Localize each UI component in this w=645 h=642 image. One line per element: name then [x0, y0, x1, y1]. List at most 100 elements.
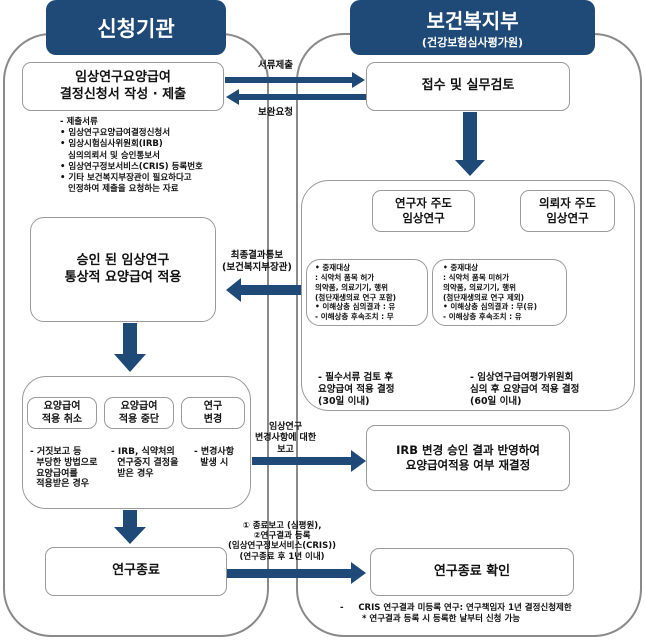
box-line: IRB 변경 승인 결과 반영하여	[396, 443, 540, 458]
box-line: 승인 된 임상연구	[76, 252, 170, 268]
supplement-arrow	[238, 94, 366, 100]
research-end-confirm-box: 연구종료 확인	[370, 548, 574, 596]
doc-item: • 임상연구정보서비스(CRIS) 등록번호	[60, 161, 203, 172]
label-line: 최종결과통보	[230, 250, 284, 261]
case-line: 의약품, 의료기기, 행위	[315, 282, 389, 292]
footnote-line: * 연구결과 등록 시 등록한 날부터 신청 가능	[362, 614, 521, 625]
desc-line: 적용받은 경우	[30, 479, 90, 490]
result-line: - 임상연구급여평가위원회	[470, 372, 574, 383]
desc-line: - 변경사항	[194, 447, 234, 457]
doc-item: 심의의뢰서 및 승인통보서	[68, 150, 160, 161]
submit-arrow	[225, 77, 353, 83]
review-down-arrow	[463, 112, 477, 160]
box-line: 임상연구	[546, 211, 589, 225]
box-line: 결정신청서 작성 · 제출	[59, 86, 187, 102]
box-line: 임상연구	[402, 211, 445, 225]
doc-item: 인정하여 제출을 요청하는 자료	[68, 184, 179, 195]
final-notice-arrow	[240, 285, 302, 295]
case-line: • 이해상충 심의결과 : 유	[315, 302, 396, 312]
supplement-arrowhead	[226, 89, 239, 105]
case-line: (첨단재생의료 연구 제외)	[443, 292, 525, 302]
desc-line: 연구중지 결정을	[111, 457, 179, 468]
case-line: 의약품, 의료기기, 행위	[443, 282, 517, 292]
label-line: 임상연구	[268, 422, 303, 432]
submit-arrowhead	[352, 72, 365, 88]
result-line: 심의 후 요양급여 적용 결정	[470, 383, 580, 395]
label-line: 보고	[277, 444, 294, 455]
label-line: 변경사항에 대한	[255, 433, 317, 444]
box-line: 요양급여	[120, 401, 158, 412]
end-report-label: ① 종료보고 (심평원),②연구결과 등록(임상연구정보서비스(CRIS))(연…	[228, 521, 336, 562]
ministry-header-title: 보건복지부	[426, 9, 519, 33]
box-line: 적용 중단	[118, 414, 160, 425]
box-line: 연구	[203, 401, 223, 412]
result-line: (30일 이내)	[318, 395, 370, 407]
suspend-desc: - IRB, 식약처의 연구중지 결정을 받은 경우	[111, 447, 178, 479]
receive-review-box: 접수 및 실무검토	[366, 62, 570, 111]
case-line: : 식약처 품목 미허가	[443, 273, 510, 282]
footnote: - CRIS 연구결과 미등록 연구: 연구책임자 1년 결정신청제한* 연구결…	[340, 603, 572, 625]
change-desc: - 변경사항 발생 시	[194, 447, 234, 469]
desc-line: 받은 경우	[111, 468, 154, 479]
box-line: 연구자 주도	[395, 196, 452, 211]
label-line: (임상연구정보서비스(CRIS))	[228, 541, 336, 552]
case-line: (첨단재생의료 연구 포함)	[315, 292, 397, 302]
case-line: • 중재대상	[443, 263, 479, 273]
change-report-arrow	[252, 457, 352, 465]
end-report-arrow	[226, 569, 352, 578]
case-line: • 중재대상	[315, 263, 351, 273]
label-line: (연구종료 후 1년 이내)	[239, 551, 325, 562]
case-line: - 이해상충 후속조치 : 무	[315, 312, 394, 321]
submission-docs-list: - 제출서류 • 임상연구요양급여결정신청서 • 임상시험심사위원회(IRB) …	[60, 117, 203, 196]
desc-line: 발생 시	[194, 457, 229, 468]
left-down-arrow-2	[123, 510, 137, 528]
box-line: 의뢰자 주도	[539, 196, 596, 211]
final-notice-label: 최종결과통보(보건복지부장관)	[222, 250, 292, 274]
research-end-box: 연구종료	[45, 547, 227, 596]
desc-line: - IRB, 식약처의	[111, 447, 175, 457]
desc-line: - 거짓보고 등	[30, 447, 82, 457]
doc-item: - 제출서류	[60, 117, 98, 127]
doc-item: • 기타 보건복지부장관이 필요하다고	[60, 173, 192, 184]
desc-line: 부당한 방법으로	[30, 457, 98, 468]
result-line: - 필수서류 검토 후	[318, 372, 394, 383]
result-line: (60일 이내)	[470, 395, 522, 407]
footnote-line: - CRIS 연구결과 미등록 연구: 연구책임자 1년 결정신청제한	[340, 603, 572, 613]
case-line: : 식약처 품목 허가	[315, 273, 375, 282]
box-line: 요양급여적용 여부 재결정	[405, 458, 531, 472]
box-line: 연구종료	[112, 563, 160, 579]
left-down-arrow-1	[123, 323, 137, 355]
desc-line: 요양급여를	[30, 468, 78, 479]
box-line: 연구종료 확인	[433, 563, 511, 579]
box-line: 요양급여	[43, 401, 81, 412]
applicant-header-title: 신청기관	[97, 16, 175, 41]
submit-label: 서류제출	[258, 60, 293, 71]
label-line: ②연구결과 등록	[253, 531, 311, 542]
doc-item: • 임상연구요양급여결정신청서	[60, 128, 171, 139]
label-line: (보건복지부장관)	[222, 261, 292, 273]
ministry-header: 보건복지부 (건강보험심사평가원)	[350, 0, 595, 55]
case-line: • 이해상충 심의결과 : 무(유)	[443, 302, 538, 312]
box-line: 접수 및 실무검토	[421, 78, 515, 94]
supplement-label: 보완요청	[258, 107, 293, 118]
doc-item: • 임상시험심사위원회(IRB)	[60, 139, 163, 150]
box-line: 변경	[203, 414, 223, 425]
case-line: - 이해상충 후속조치 : 유	[443, 312, 522, 321]
box-line: 적용 취소	[41, 414, 83, 425]
cancel-desc: - 거짓보고 등 부당한 방법으로 요양급여를 적용받은 경우	[30, 447, 97, 490]
applicant-header: 신청기관	[46, 0, 226, 55]
box-line: 통상적 요양급여 적용	[64, 269, 182, 285]
result-line: 요양급여 적용 결정	[318, 383, 395, 395]
